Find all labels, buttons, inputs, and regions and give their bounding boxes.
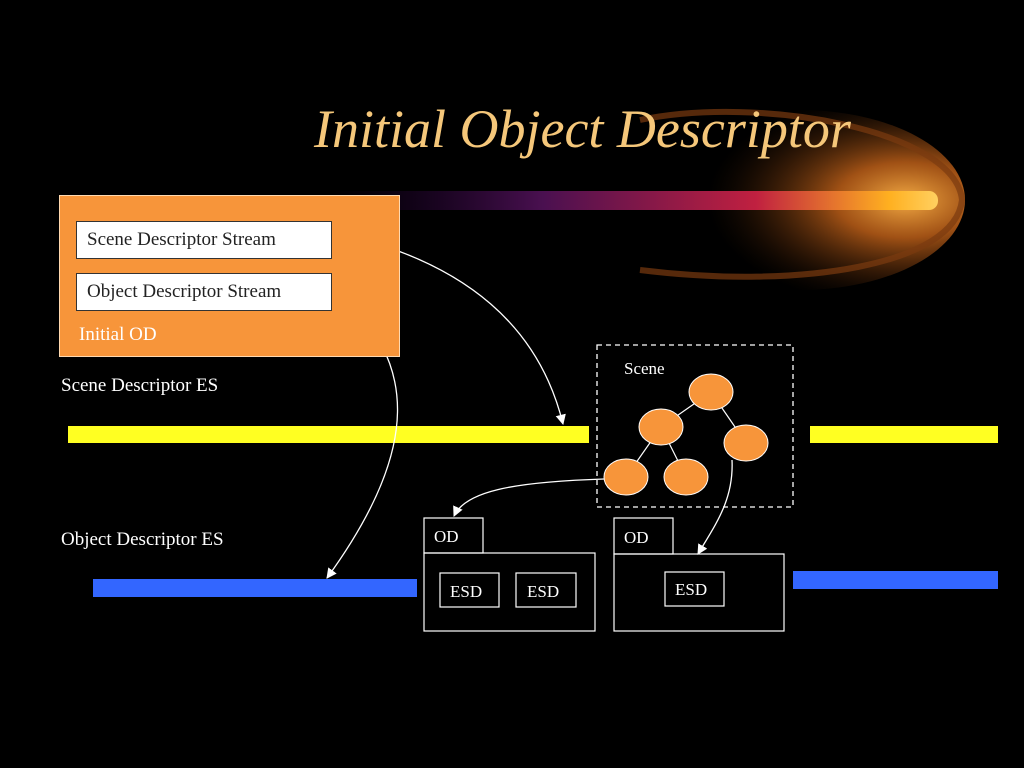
object-es-label: Object Descriptor ES	[61, 529, 224, 550]
scene-es-label: Scene Descriptor ES	[61, 375, 219, 396]
object-es-bar-left	[93, 579, 417, 597]
scene-node-right	[723, 424, 769, 462]
arrow-scene-to-od-right	[697, 459, 733, 555]
decorative-comet	[330, 109, 966, 290]
od-left-esd-2: ESD	[527, 582, 559, 601]
scene-label: Scene	[624, 359, 665, 378]
slide-title: Initial Object Descriptor	[314, 99, 851, 159]
scene-es-bar-left	[68, 426, 589, 443]
object-es-bar-right	[793, 571, 998, 589]
scene-node-root	[688, 373, 734, 411]
initial-od-label: Initial OD	[79, 324, 157, 345]
object-descriptor-stream-box: Object Descriptor Stream	[76, 273, 332, 311]
od-right-esd: ESD	[675, 580, 707, 599]
arrow-scene-to-od-left	[453, 478, 605, 517]
scene-box	[596, 344, 794, 508]
scene-es-bar-right	[810, 426, 998, 443]
scene-descriptor-stream-box: Scene Descriptor Stream	[76, 221, 332, 259]
od-container-left	[423, 517, 596, 632]
od-left-esd-1: ESD	[450, 582, 482, 601]
scene-node-left	[638, 408, 684, 446]
od-left-tab: OD	[434, 527, 459, 546]
scene-node-leaf-1	[603, 458, 649, 496]
scene-node-leaf-2	[663, 458, 709, 496]
od-right-tab: OD	[624, 528, 649, 547]
